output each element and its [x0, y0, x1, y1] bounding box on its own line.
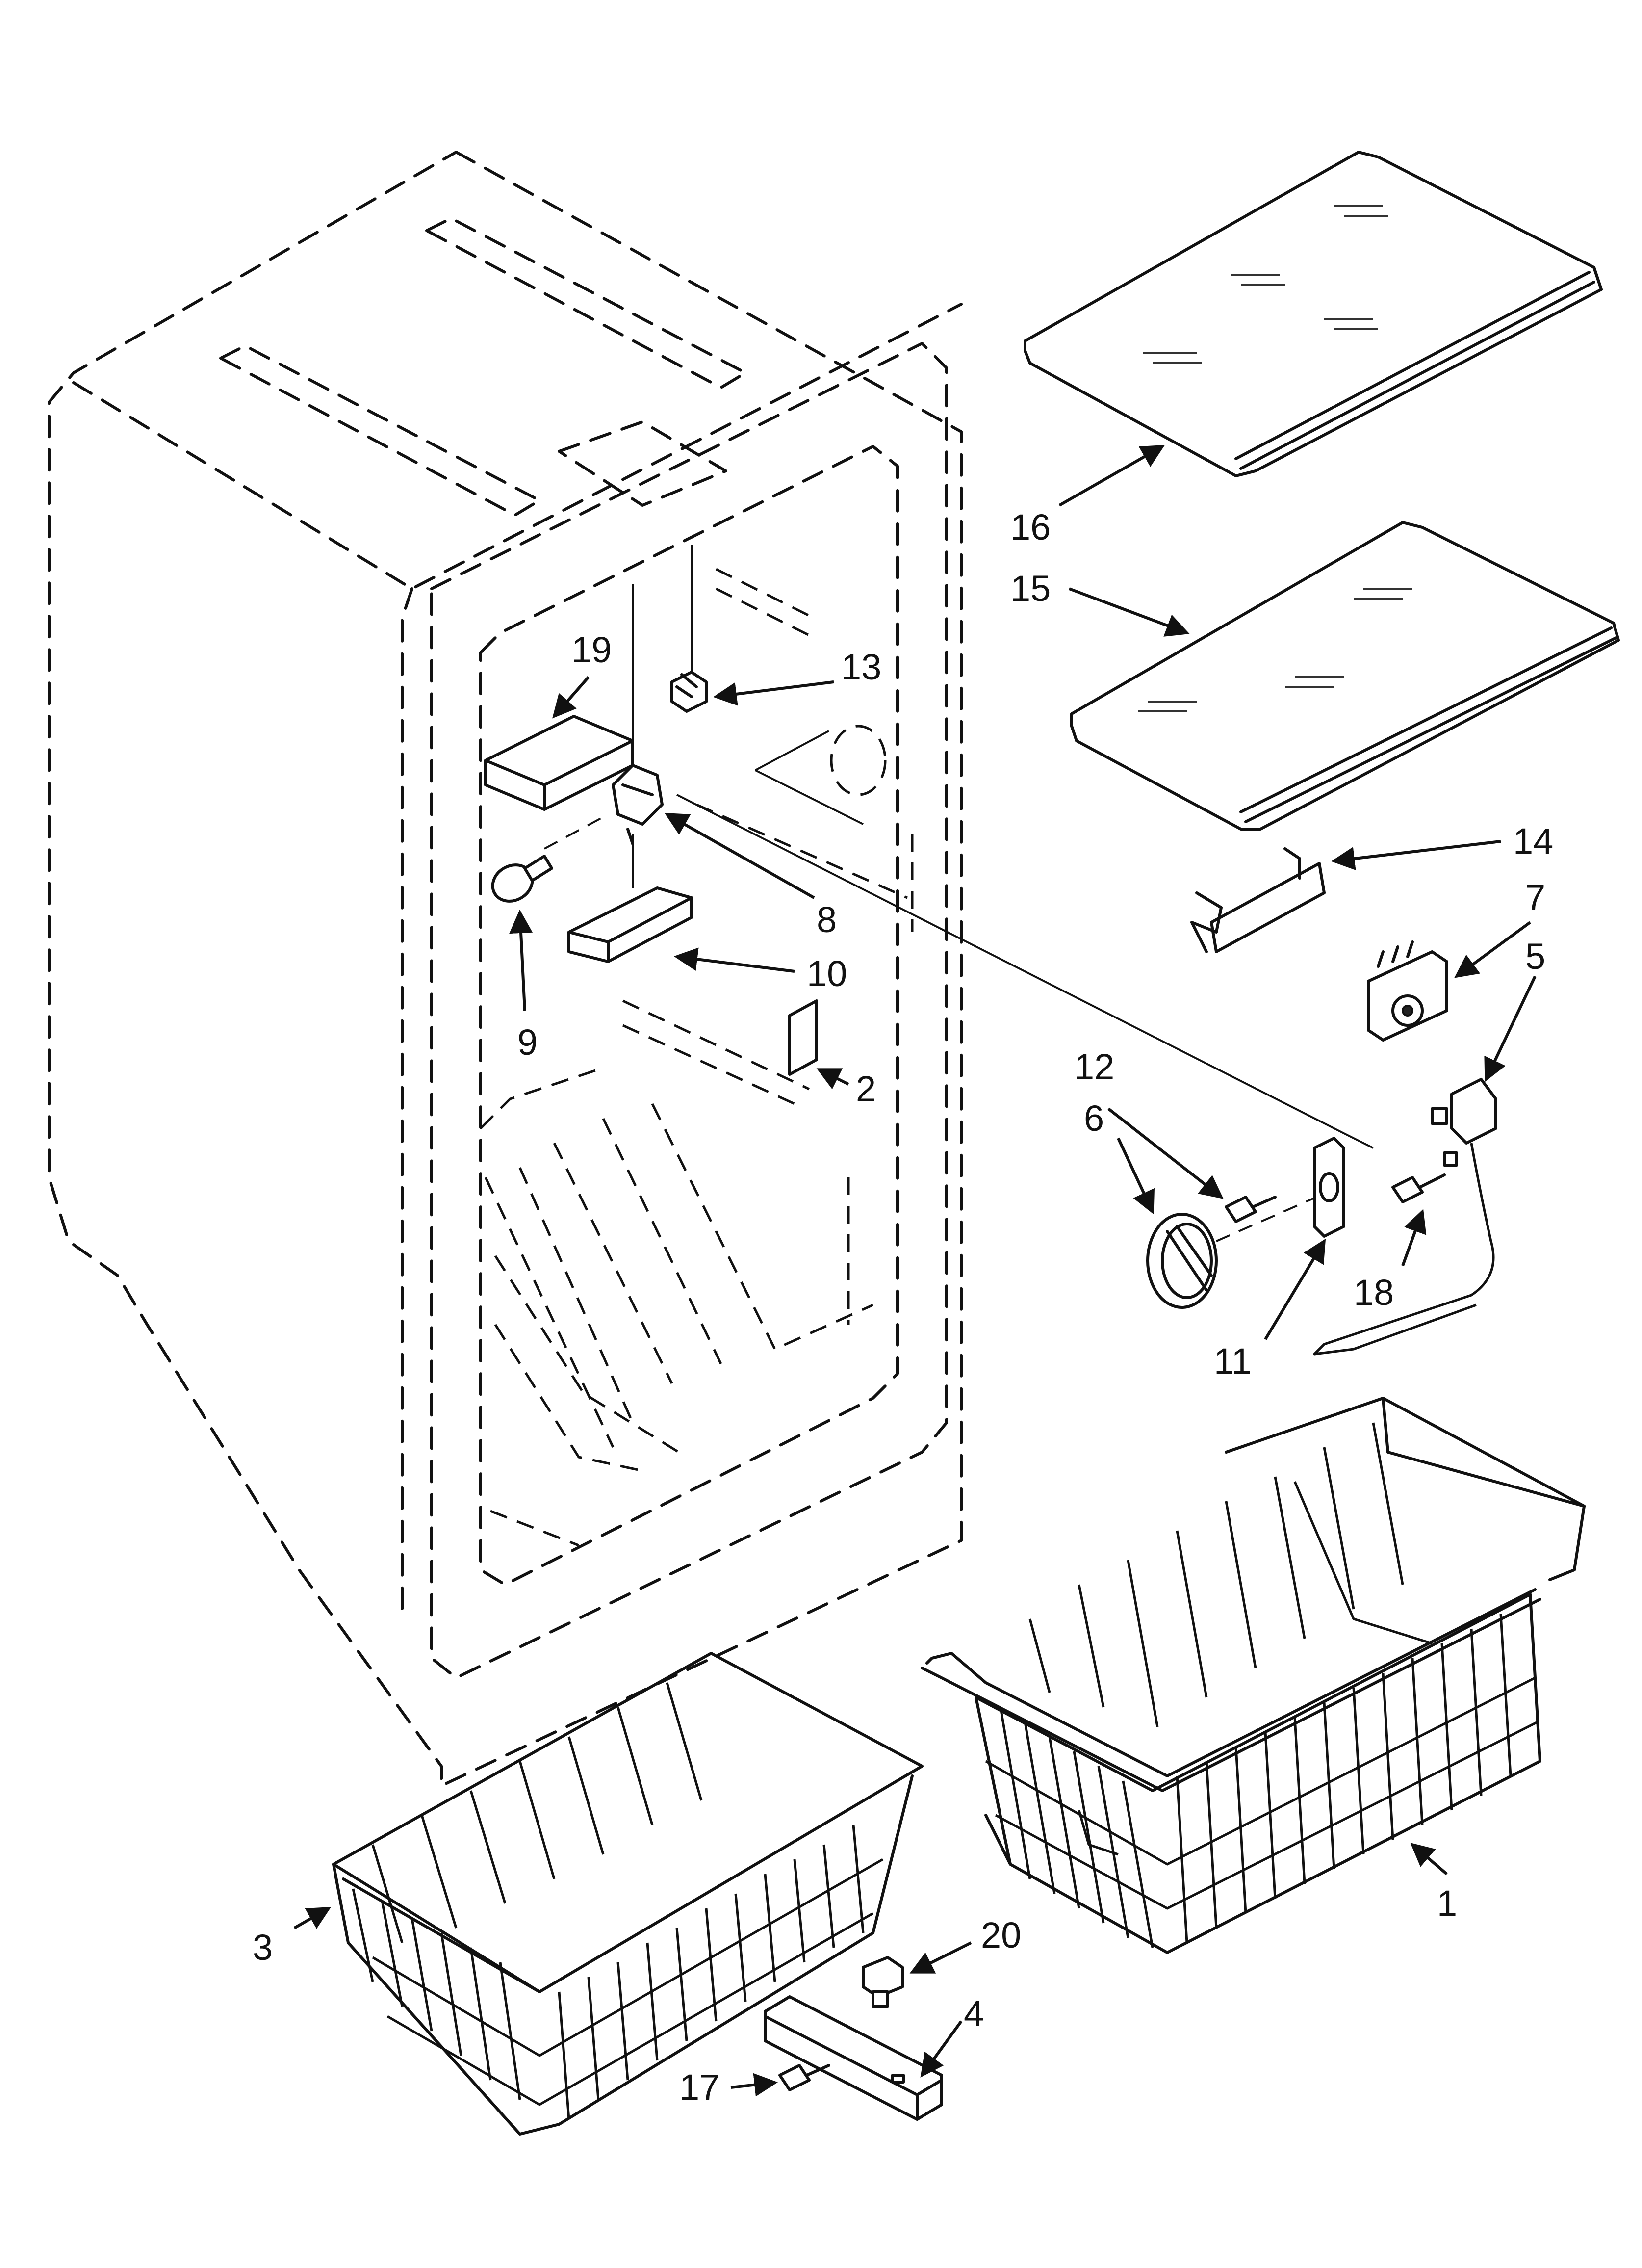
callout-8: 8 — [817, 899, 837, 940]
callout-4: 4 — [964, 1993, 984, 2034]
control-switch — [1313, 1078, 1497, 1356]
callout-12: 12 — [1074, 1046, 1114, 1087]
screw-18 — [1391, 1173, 1446, 1203]
rail-stop — [862, 1956, 904, 2008]
callout-arrows — [293, 445, 1537, 2097]
cabinet-liner-outline — [48, 151, 963, 1787]
callout-17: 17 — [679, 2067, 719, 2108]
thermostat — [1367, 940, 1448, 1042]
basket-small — [332, 1652, 924, 2136]
rating-label — [788, 999, 818, 1076]
lamp-bracket — [567, 886, 693, 963]
lamp-socket — [612, 764, 664, 845]
screw-17 — [778, 2064, 830, 2091]
screw-12 — [1225, 1196, 1277, 1223]
callout-16: 16 — [1010, 507, 1051, 547]
control-knob — [1146, 1213, 1218, 1309]
callout-5: 5 — [1525, 936, 1545, 977]
callout-3: 3 — [253, 1927, 273, 1968]
mounting-plate — [1313, 1137, 1345, 1238]
light-shield — [484, 715, 634, 811]
callout-15: 15 — [1010, 568, 1051, 609]
callout-9: 9 — [517, 1022, 538, 1063]
callout-2: 2 — [856, 1069, 876, 1109]
callout-7: 7 — [1525, 877, 1545, 918]
light-bulb — [491, 855, 553, 903]
light-switch — [670, 671, 708, 713]
callout-18: 18 — [1354, 1272, 1394, 1313]
callout-13: 13 — [841, 647, 881, 687]
basket-slide-rail — [764, 1995, 943, 2121]
callout-19: 19 — [571, 629, 612, 670]
callout-14: 14 — [1513, 821, 1553, 861]
callout-10: 10 — [807, 953, 847, 994]
callout-1: 1 — [1437, 1883, 1457, 1924]
glass-shelf-lower — [1070, 521, 1620, 831]
shelf-bracket — [1190, 847, 1326, 953]
basket-large — [921, 1397, 1586, 1954]
glass-shelf-top — [1024, 151, 1603, 477]
callout-6: 6 — [1084, 1098, 1104, 1139]
callout-labels: 1 2 3 4 5 6 7 8 9 10 11 12 13 14 15 16 1… — [253, 507, 1553, 2108]
callout-11: 11 — [1214, 1341, 1252, 1382]
callout-20: 20 — [981, 1915, 1021, 1955]
